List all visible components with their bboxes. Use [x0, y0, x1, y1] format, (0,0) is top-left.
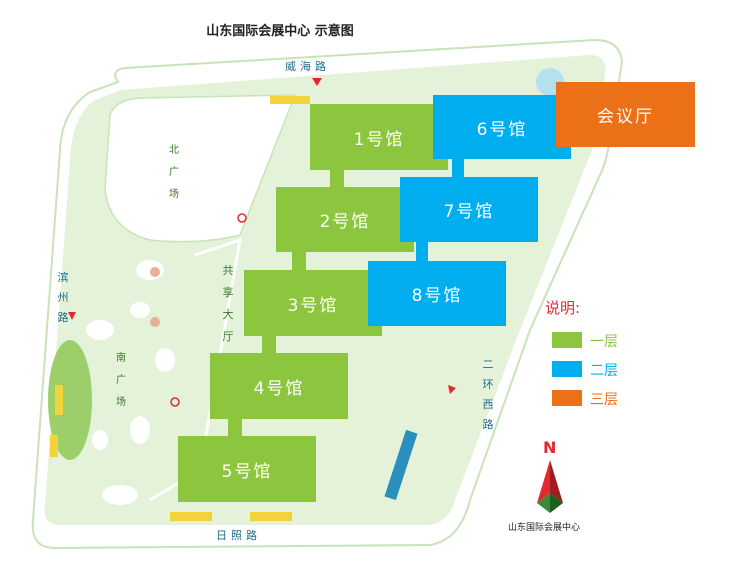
- lawn-shape: [92, 430, 108, 450]
- north-plaza-area: [104, 94, 297, 243]
- hall-2[interactable]: 2号馆: [276, 187, 414, 252]
- lawn-shape: [86, 320, 114, 340]
- south-plaza-label: 南广场: [116, 353, 126, 408]
- hall-8[interactable]: 8号馆: [368, 261, 506, 326]
- north-arrow-icon: N: [525, 438, 575, 518]
- lawn-shape: [136, 260, 164, 280]
- hall-connector: [262, 335, 276, 355]
- road-label-east: 二环西路: [482, 358, 494, 431]
- entrance-marker-icon: [448, 385, 456, 394]
- sign-marker-icon: [150, 317, 160, 327]
- gate-marker: [50, 435, 58, 457]
- hall-connector: [452, 158, 464, 178]
- compass-letter: N: [543, 438, 557, 457]
- lawn-shape: [48, 340, 92, 460]
- lawn-shape: [130, 302, 150, 318]
- sign-marker-icon: [237, 213, 247, 223]
- legend-label: 二层: [590, 363, 618, 379]
- legend-item-floor3: 三层: [552, 387, 632, 408]
- sign-marker-icon: [170, 397, 180, 407]
- conference-hall[interactable]: 会议厅: [556, 82, 695, 147]
- legend-label: 一层: [590, 334, 618, 350]
- compass-caption: 山东国际会展中心: [508, 523, 581, 533]
- hall-3[interactable]: 3号馆: [244, 270, 382, 336]
- legend-item-floor1: 一层: [552, 329, 632, 350]
- hall-1[interactable]: 1号馆: [310, 104, 448, 170]
- outer-road-outline: [31, 38, 624, 550]
- road-label-south: 日照路: [216, 529, 261, 542]
- hall-connector: [292, 250, 306, 272]
- hall-6[interactable]: 6号馆: [433, 95, 571, 159]
- road-label-north: 威海路: [285, 60, 330, 73]
- gate-marker: [55, 385, 63, 415]
- east-gate-strip: [384, 429, 418, 501]
- shared-hall-label: 共享大厅: [222, 264, 234, 343]
- hall-4[interactable]: 4号馆: [210, 353, 348, 419]
- sign-marker-icon: [150, 267, 160, 277]
- road-label-west: 滨州路: [57, 271, 69, 324]
- legend-swatch: [552, 390, 582, 406]
- legend-swatch: [552, 332, 582, 348]
- entrance-marker-icon: [68, 312, 76, 320]
- lawn-shape: [102, 485, 138, 505]
- legend-swatch: [552, 361, 582, 377]
- map-title: 山东国际会展中心 示意图: [206, 24, 354, 39]
- hall-connector: [228, 418, 242, 438]
- north-plaza-label: 北广场: [169, 145, 179, 200]
- gate-marker: [170, 512, 212, 521]
- legend-label: 三层: [590, 392, 618, 408]
- compass-needle-icon: [537, 460, 563, 513]
- hall-5[interactable]: 5号馆: [178, 436, 316, 502]
- lawn-shape: [130, 416, 150, 444]
- hall-connector: [416, 240, 428, 262]
- gate-marker: [270, 96, 310, 104]
- entrance-marker-icon: [312, 78, 322, 86]
- gate-marker: [250, 512, 292, 521]
- hall-7[interactable]: 7号馆: [400, 177, 538, 242]
- hall-connector: [330, 168, 344, 188]
- legend-title: 说明:: [545, 299, 581, 317]
- legend-item-floor2: 二层: [552, 358, 632, 379]
- lawn-shape: [155, 348, 175, 372]
